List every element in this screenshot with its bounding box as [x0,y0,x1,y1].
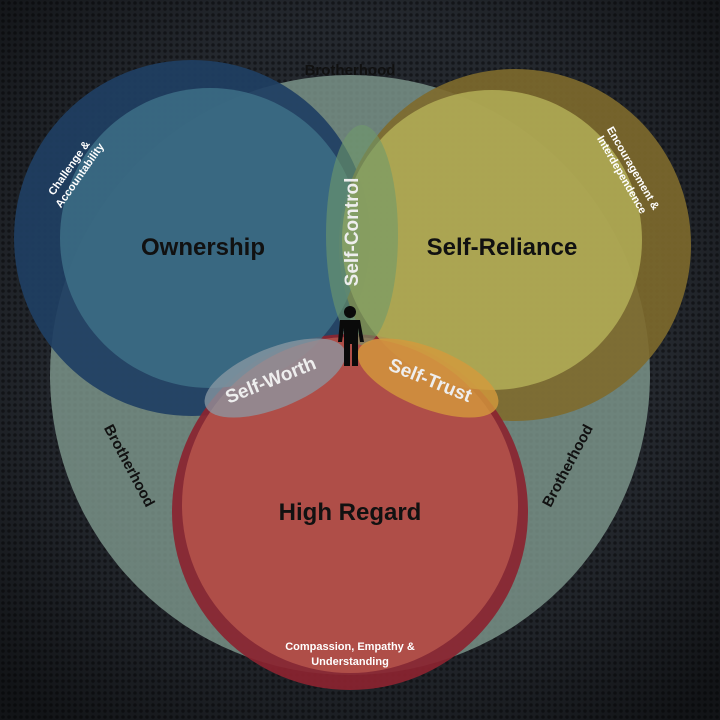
self-control-label: Self-Control [342,178,363,287]
compassion-line-2: Understanding [311,656,389,668]
self-trust-lens [357,338,499,418]
ownership-circle [60,88,360,388]
self-worth-lens [204,338,346,418]
high-regard-circle [182,337,518,673]
ownership-label: Ownership [141,234,265,261]
self-control-lens [326,125,398,345]
compassion-line-1: Compassion, Empathy & [285,641,415,653]
self-reliance-circle [342,90,642,390]
self-reliance-label: Self-Reliance [427,234,578,261]
person-silhouette-icon [338,306,364,366]
brotherhood-top-label: Brotherhood [305,62,396,79]
high-regard-label: High Regard [279,499,422,526]
